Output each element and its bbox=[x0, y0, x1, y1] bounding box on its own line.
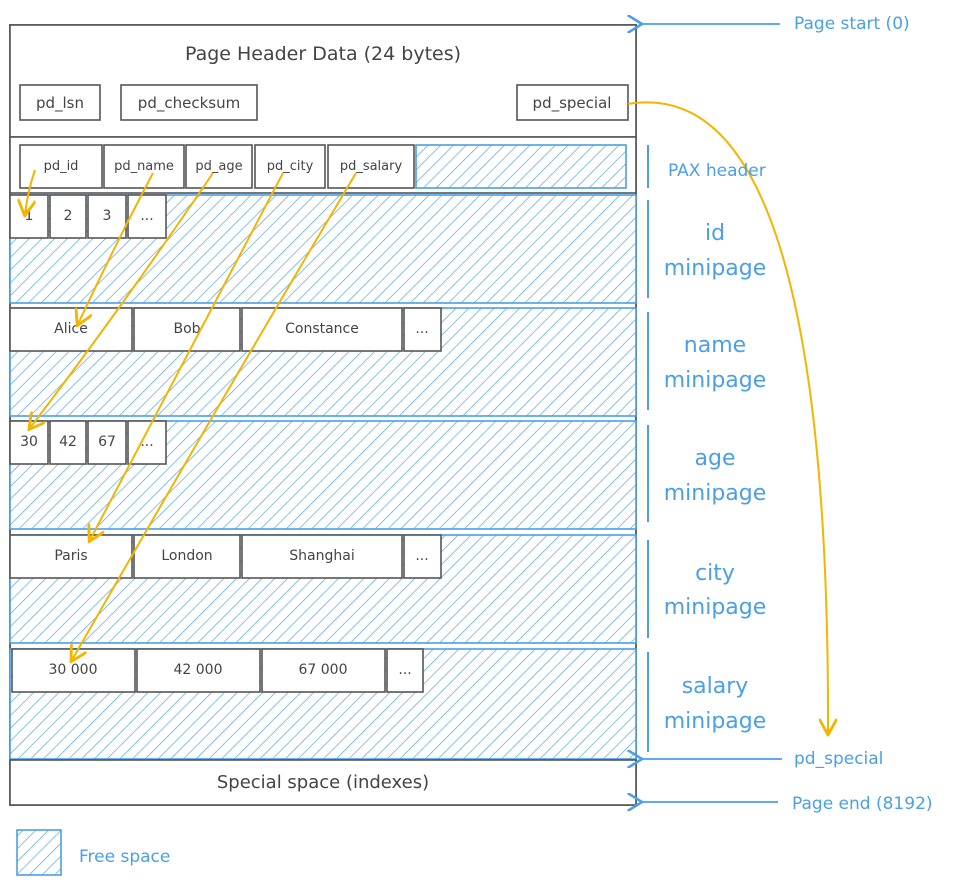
pax-field-pd-name-label: pd_name bbox=[114, 159, 174, 174]
pd-checksum-box bbox=[120, 84, 258, 121]
pax-header-label: PAX header bbox=[668, 161, 766, 181]
pax-field-pd-salary-label: pd_salary bbox=[340, 159, 403, 174]
legend-free-space-label: Free space bbox=[79, 847, 170, 867]
age-cell bbox=[87, 420, 127, 465]
salary-minipage-sublabel: minipage bbox=[664, 709, 767, 734]
pax-field-pd-id-label: pd_id bbox=[44, 159, 79, 174]
id-cell-ellipsis-text: ... bbox=[140, 208, 153, 224]
pax-field-pd-city-label: pd_city bbox=[267, 159, 314, 174]
name-minipage-sublabel: minipage bbox=[664, 368, 767, 393]
age-minipage-label: age bbox=[695, 446, 736, 471]
legend: Free space bbox=[16, 829, 170, 876]
pd-special-box bbox=[516, 84, 629, 121]
name-cell-value: Alice bbox=[54, 321, 88, 337]
pax-field-pd-salary bbox=[327, 144, 415, 189]
pd-special-offset-label: pd_special bbox=[794, 749, 883, 769]
city-cell-value: Paris bbox=[54, 548, 87, 564]
special-space-section bbox=[9, 759, 637, 806]
id-minipage-label: id bbox=[705, 221, 725, 246]
name-cell bbox=[9, 307, 133, 352]
salary-cell-ellipsis-text: ... bbox=[398, 662, 411, 678]
id-cell-value: 3 bbox=[103, 208, 112, 224]
special-space-label: Special space (indexes) bbox=[217, 772, 429, 793]
name-minipage-label: name bbox=[684, 333, 746, 358]
offset-annotations: Page start (0) pd_special Page end (8192… bbox=[642, 14, 933, 814]
legend-free-space-swatch bbox=[16, 829, 62, 876]
pointer-arrows bbox=[25, 101, 828, 733]
id-minipage-sublabel: minipage bbox=[664, 256, 767, 281]
pd-special-pointer-arrow bbox=[627, 101, 828, 733]
page-end-label: Page end (8192) bbox=[792, 794, 933, 814]
age-cell bbox=[49, 420, 87, 465]
age-minipage-sublabel: minipage bbox=[664, 481, 767, 506]
pax-header-free-space bbox=[415, 144, 627, 189]
pd-checksum-label: pd_checksum bbox=[138, 94, 240, 113]
city-cell-ellipsis-text: ... bbox=[415, 548, 428, 564]
pax-field-pd-city bbox=[254, 144, 326, 189]
city-minipage-sublabel: minipage bbox=[664, 595, 767, 620]
page-header-title: Page Header Data (24 bytes) bbox=[185, 43, 461, 65]
pd-name-pointer-arrow bbox=[78, 172, 154, 324]
pd-special-label: pd_special bbox=[533, 94, 612, 113]
age-cell-value: 67 bbox=[98, 434, 116, 450]
id-cell-value: 2 bbox=[64, 208, 73, 224]
name-cell bbox=[241, 307, 403, 352]
city-cell bbox=[133, 534, 241, 579]
id-cell bbox=[49, 194, 87, 239]
salary-cell bbox=[261, 648, 386, 693]
page-start-label: Page start (0) bbox=[794, 14, 910, 34]
age-cell-value: 42 bbox=[59, 434, 77, 450]
id-cell bbox=[87, 194, 127, 239]
pd-salary-pointer-arrow bbox=[72, 172, 357, 660]
salary-cell-value: 42 000 bbox=[174, 662, 223, 678]
salary-cell-value: 30 000 bbox=[49, 662, 98, 678]
pd-lsn-label: pd_lsn bbox=[36, 94, 84, 113]
city-cell bbox=[241, 534, 403, 579]
pd-id-pointer-arrow bbox=[25, 169, 36, 214]
city-cell-value: Shanghai bbox=[289, 548, 354, 564]
pd-lsn-box bbox=[19, 84, 101, 121]
name-cell-value: Constance bbox=[285, 321, 359, 337]
pax-field-pd-age-label: pd_age bbox=[195, 159, 242, 174]
pd-city-pointer-arrow bbox=[90, 172, 284, 540]
salary-cell bbox=[136, 648, 261, 693]
name-cell-ellipsis-text: ... bbox=[415, 321, 428, 337]
pax-field-pd-name bbox=[103, 144, 185, 189]
name-cell bbox=[133, 307, 241, 352]
pd-age-pointer-arrow bbox=[30, 172, 214, 428]
pax-field-pd-id bbox=[19, 144, 103, 189]
city-minipage-label: city bbox=[695, 561, 735, 586]
name-cell-ellipsis bbox=[403, 307, 442, 352]
salary-cell-value: 67 000 bbox=[299, 662, 348, 678]
name-cell-value: Bob bbox=[173, 321, 200, 337]
salary-cell-ellipsis bbox=[386, 648, 424, 693]
city-cell-value: London bbox=[161, 548, 212, 564]
salary-minipage-label: salary bbox=[682, 674, 749, 699]
city-cell-ellipsis bbox=[403, 534, 442, 579]
id-cell-ellipsis bbox=[127, 194, 167, 239]
age-cell-value: 30 bbox=[20, 434, 38, 450]
pax-field-pd-age bbox=[185, 144, 253, 189]
